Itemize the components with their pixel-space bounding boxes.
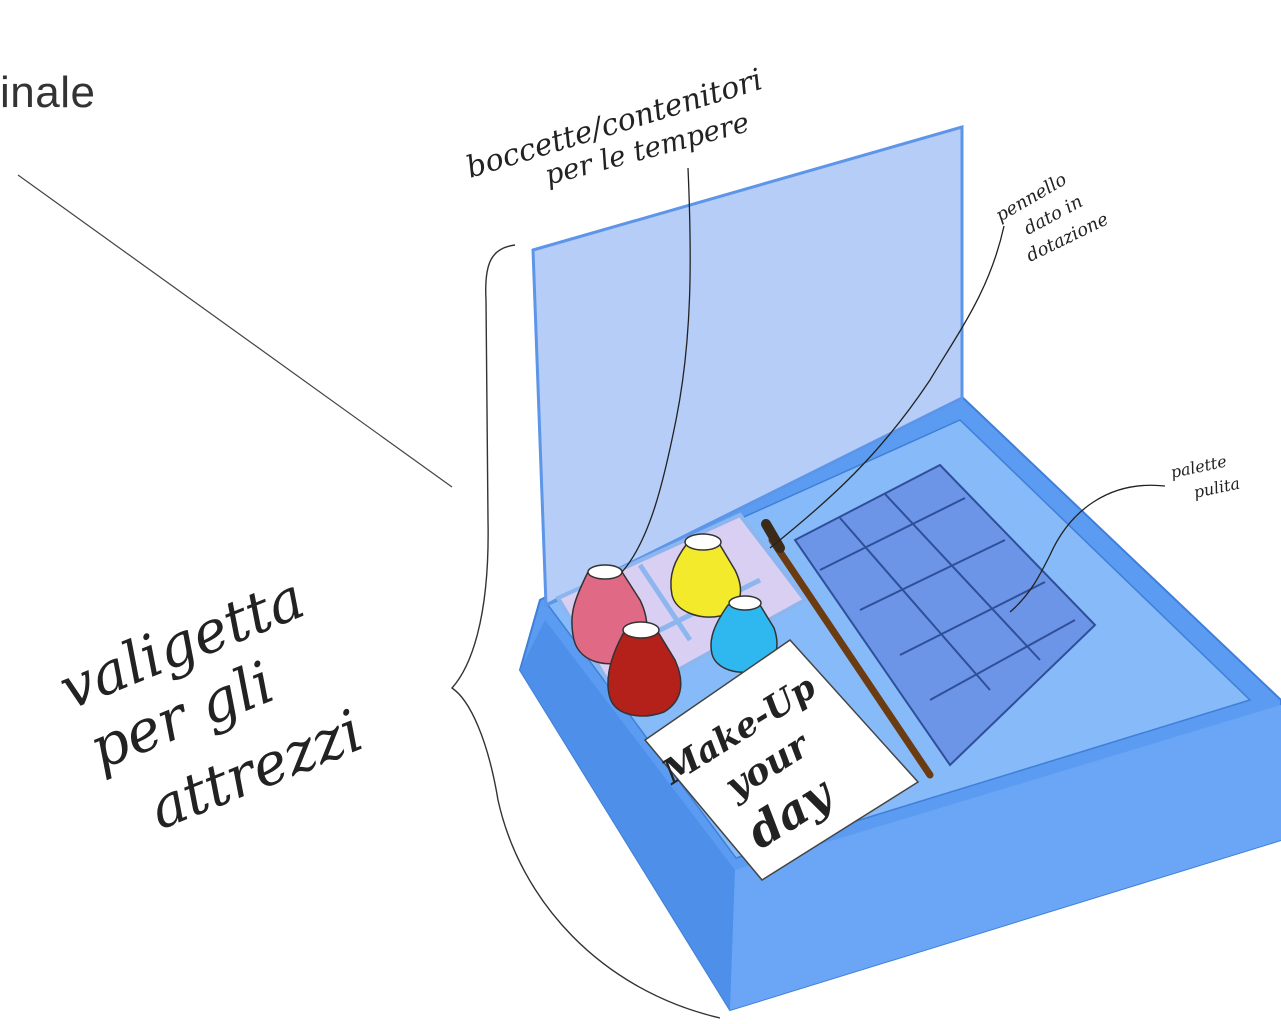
palette-label-line-2: pulita: [1192, 474, 1242, 502]
title-connector-line: [18, 175, 452, 487]
